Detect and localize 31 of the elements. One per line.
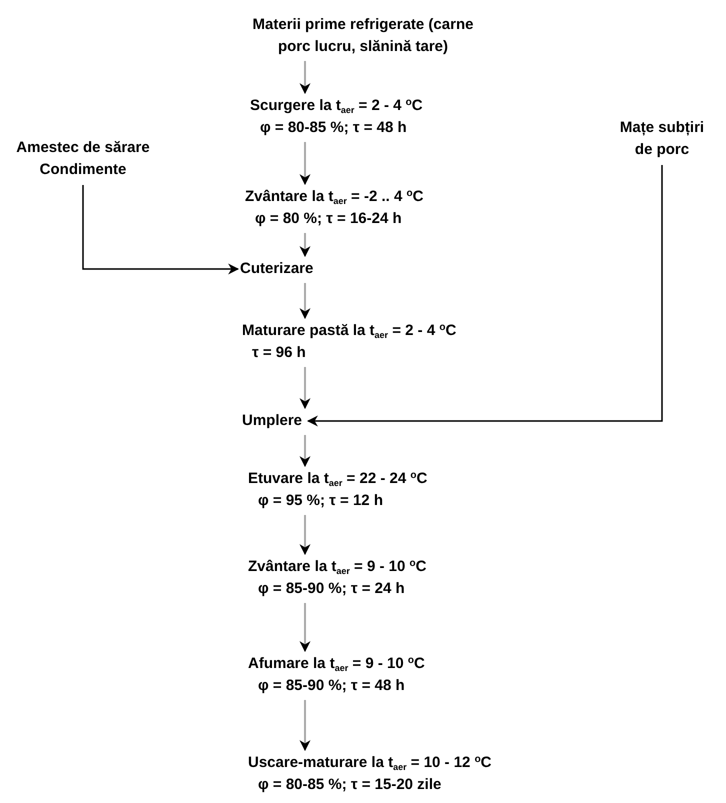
arrow <box>306 165 663 426</box>
arrow <box>300 233 310 258</box>
step-label: Umplere <box>242 411 302 431</box>
arrow <box>300 435 310 468</box>
arrow <box>300 515 310 556</box>
arrow <box>300 61 310 94</box>
step-label: Cuterizare <box>240 259 314 279</box>
step-label: Afumare la t$_{aer}$ = 9 - 10 $^{o}$C <box>248 654 425 675</box>
step-parameters: φ = 80 %; τ = 16-24 h <box>254 209 403 229</box>
arrow <box>300 603 310 652</box>
step-label: Zvântare la t$_{aer}$ = 9 - 10 $^{o}$C <box>248 557 426 578</box>
input-label: Mațe subțiri de porc <box>618 118 706 160</box>
arrow <box>82 185 240 274</box>
step-label: Maturare pastă la t$_{aer}$ = 2 - 4 $^{o}$C <box>242 321 456 342</box>
arrow <box>300 367 310 410</box>
input-label: Materii prime refrigerate (carne porc lucru, slănină tare) <box>252 15 474 57</box>
step-parameters: φ = 80-85 %; τ = 15-20 zile <box>257 775 442 795</box>
step-label: Scurgere la t$_{aer}$ = 2 - 4 $^{o}$C <box>250 96 423 117</box>
input-label: Amestec de sărare <box>15 138 151 158</box>
step-parameters: φ = 85-90 %; τ = 48 h <box>257 676 406 696</box>
input-label: Condimente <box>38 160 128 180</box>
arrow <box>300 700 310 752</box>
step-parameters: φ = 80-85 %; τ = 48 h <box>259 118 408 138</box>
step-parameters: φ = 95 %; τ = 12 h <box>257 491 384 511</box>
step-parameters: φ = 85-90 %; τ = 24 h <box>257 579 406 599</box>
step-label: Etuvare la t$_{aer}$ = 22 - 24 $^{o}$C <box>248 469 428 490</box>
step-label: Uscare-maturare la t$_{aer}$ = 10 - 12 $^{o}$C <box>248 753 492 774</box>
step-label: Zvântare la t$_{aer}$ = -2 .. 4 $^{o}$C <box>245 187 424 208</box>
arrow <box>300 142 310 186</box>
arrow <box>300 283 310 320</box>
step-parameters: τ = 96 h <box>251 343 307 363</box>
